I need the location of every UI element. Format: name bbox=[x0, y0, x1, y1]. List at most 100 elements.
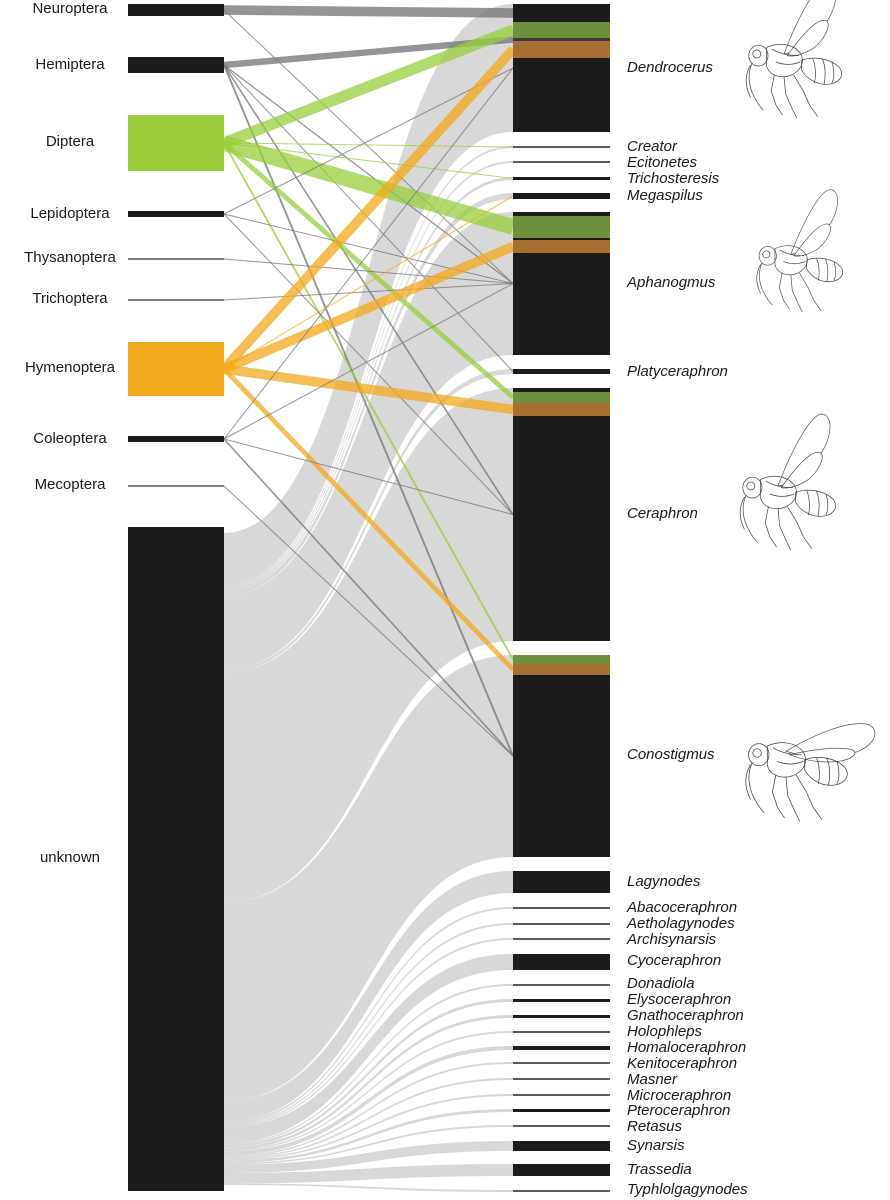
genus-bar-trichosteresis bbox=[513, 177, 610, 180]
genus-label-conostigmus: Conostigmus bbox=[627, 746, 715, 763]
flow-hymenoptera-megaspilus bbox=[223, 195, 514, 370]
genus-label-creator: Creator bbox=[627, 138, 678, 155]
flow-unknown-elysoceraphron bbox=[224, 999, 513, 1148]
genus-bar-pteroceraphron bbox=[513, 1109, 610, 1112]
flow-coleoptera-ceraphron bbox=[223, 438, 514, 515]
genus-band-ceraphron-diptera bbox=[513, 392, 610, 403]
flow-unknown-dendrocerus bbox=[224, 4, 513, 586]
flow-lepidoptera-ceraphron bbox=[223, 213, 514, 515]
host-bars bbox=[128, 4, 224, 1191]
genus-label-elysoceraphron: Elysoceraphron bbox=[627, 991, 731, 1008]
genus-label-lagynodes: Lagynodes bbox=[627, 873, 701, 890]
host-label-trichoptera: Trichoptera bbox=[32, 290, 108, 307]
flow-hymenoptera-ceraphron bbox=[223, 364, 514, 415]
genus-label-ecitonetes: Ecitonetes bbox=[627, 154, 698, 171]
genus-label-synarsis: Synarsis bbox=[627, 1137, 685, 1154]
wasp-drawings bbox=[739, 0, 876, 822]
flow-hemiptera-platyceraphron bbox=[223, 64, 514, 372]
genus-band-conostigmus-diptera bbox=[513, 655, 610, 664]
genus-band-aphanogmus-hymenoptera bbox=[513, 240, 610, 253]
host-bar-coleoptera bbox=[128, 436, 224, 442]
genus-bar-lagynodes bbox=[513, 871, 610, 893]
genus-label-holophleps: Holophleps bbox=[627, 1023, 703, 1040]
genus-label-donadiola: Donadiola bbox=[627, 975, 695, 992]
dendrocerus-wasp-drawing bbox=[745, 0, 842, 119]
host-label-hymenoptera: Hymenoptera bbox=[25, 359, 116, 376]
flow-neuroptera-aphanogmus bbox=[223, 9, 514, 284]
genus-label-platyceraphron: Platyceraphron bbox=[627, 363, 728, 380]
flow-unknown-homaloceraphron bbox=[224, 1046, 513, 1156]
flow-unknown-aetholagynodes bbox=[224, 923, 513, 1126]
genus-label-cyoceraphron: Cyoceraphron bbox=[627, 952, 721, 969]
host-label-hemiptera: Hemiptera bbox=[35, 56, 105, 73]
host-bar-diptera bbox=[128, 115, 224, 171]
flow-unknown-trichosteresis bbox=[224, 177, 513, 591]
genus-bar-conostigmus bbox=[513, 655, 610, 857]
flow-hymenoptera-dendrocerus bbox=[220, 46, 517, 373]
flow-unknown-holophleps bbox=[224, 1031, 513, 1152]
host-bar-hymenoptera bbox=[128, 342, 224, 396]
host-bar-unknown bbox=[128, 527, 224, 1191]
host-label-mecoptera: Mecoptera bbox=[35, 476, 107, 493]
flow-diptera-conostigmus bbox=[223, 142, 514, 660]
flow-unknown-trassedia bbox=[224, 1164, 513, 1184]
genus-bar-gnathoceraphron bbox=[513, 1015, 610, 1018]
genus-label-megaspilus: Megaspilus bbox=[627, 187, 703, 204]
genus-label-gnathoceraphron: Gnathoceraphron bbox=[627, 1007, 744, 1024]
flow-unknown-microceraphron bbox=[224, 1094, 513, 1161]
flow-hymenoptera-aphanogmus bbox=[222, 242, 515, 374]
host-bar-neuroptera bbox=[128, 4, 224, 16]
genus-bar-megaspilus bbox=[513, 193, 610, 199]
conostigmus-wasp-drawing bbox=[745, 723, 876, 822]
flow-trichoptera-aphanogmus bbox=[223, 283, 514, 301]
genus-bar-synarsis bbox=[513, 1141, 610, 1151]
genus-bar-trassedia bbox=[513, 1164, 610, 1176]
genus-labels: DendrocerusCreatorEcitonetesTrichosteres… bbox=[626, 59, 748, 1198]
genus-label-dendrocerus: Dendrocerus bbox=[627, 59, 713, 76]
genus-label-masner: Masner bbox=[627, 1071, 678, 1088]
genus-label-aphanogmus: Aphanogmus bbox=[626, 274, 716, 291]
flow-coleoptera-conostigmus bbox=[223, 438, 514, 757]
genus-band-conostigmus-hymenoptera bbox=[513, 664, 610, 675]
genus-label-aetholagynodes: Aetholagynodes bbox=[626, 915, 735, 932]
flow-links bbox=[220, 4, 517, 1192]
host-label-diptera: Diptera bbox=[46, 133, 95, 150]
flow-mecoptera-conostigmus bbox=[223, 485, 514, 757]
genus-band-dendrocerus-hemiptera bbox=[513, 38, 610, 41]
flow-coleoptera-aphanogmus bbox=[223, 283, 514, 440]
genus-band-dendrocerus-diptera bbox=[513, 22, 610, 38]
flow-unknown-ceraphron bbox=[224, 388, 513, 903]
host-bar-hemiptera bbox=[128, 57, 224, 73]
flow-hemiptera-conostigmus bbox=[223, 64, 514, 757]
flow-unknown-pteroceraphron bbox=[224, 1109, 513, 1164]
flow-thysanoptera-aphanogmus bbox=[223, 258, 514, 284]
genus-label-pteroceraphron: Pteroceraphron bbox=[627, 1102, 730, 1119]
flow-diptera-aphanogmus bbox=[221, 135, 516, 235]
flow-unknown-masner bbox=[224, 1078, 513, 1159]
genus-bars bbox=[513, 4, 610, 1192]
genus-band-aphanogmus-diptera bbox=[513, 216, 610, 238]
flow-hemiptera-ceraphron bbox=[223, 64, 514, 515]
flow-unknown-creator bbox=[224, 146, 513, 587]
flow-unknown-cyoceraphron bbox=[224, 954, 513, 1144]
genus-label-microceraphron: Microceraphron bbox=[627, 1087, 731, 1104]
genus-label-retasus: Retasus bbox=[627, 1118, 683, 1135]
flow-unknown-abacoceraphron bbox=[224, 907, 513, 1125]
host-labels: NeuropteraHemipteraDipteraLepidopteraThy… bbox=[24, 0, 116, 866]
flow-unknown-conostigmus bbox=[224, 655, 513, 1102]
aphanogmus-wasp-drawing bbox=[756, 189, 843, 313]
genus-label-typhlolgagynodes: Typhlolgagynodes bbox=[627, 1181, 748, 1198]
genus-bar-homaloceraphron bbox=[513, 1046, 610, 1050]
ceraphron-wasp-drawing bbox=[739, 413, 836, 551]
flow-unknown-synarsis bbox=[224, 1141, 513, 1173]
genus-bar-platyceraphron bbox=[513, 369, 610, 374]
genus-bar-ceraphron bbox=[513, 388, 610, 641]
genus-bar-cyoceraphron bbox=[513, 954, 610, 970]
host-label-unknown: unknown bbox=[40, 849, 100, 866]
genus-label-homaloceraphron: Homaloceraphron bbox=[627, 1039, 746, 1056]
host-label-thysanoptera: Thysanoptera bbox=[24, 249, 116, 266]
flow-lepidoptera-dendrocerus bbox=[223, 67, 514, 215]
flow-diptera-dendrocerus bbox=[221, 24, 516, 149]
flow-hemiptera-aphanogmus bbox=[223, 64, 514, 285]
